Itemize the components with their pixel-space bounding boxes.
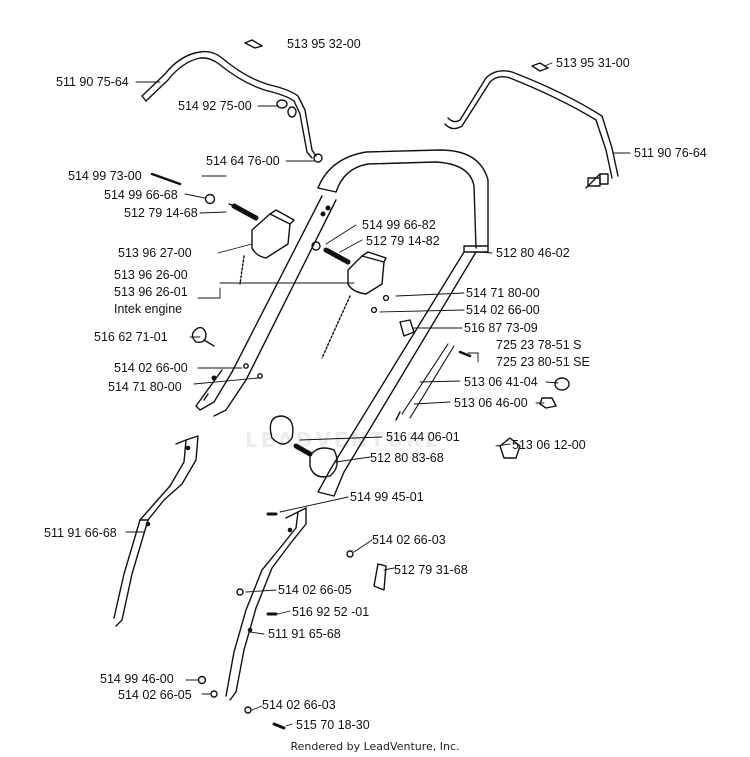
part-label: 514 02 66-00 [466,303,540,317]
part-label: 514 92 75-00 [178,99,252,113]
part-label: 725 23 80-51 SE [496,355,590,369]
grip-left [228,203,295,285]
part-label: 516 87 73-09 [464,321,538,335]
part-label: 513 96 27-00 [118,246,192,260]
grip-right [311,241,387,359]
part-label: 513 95 31-00 [556,56,630,70]
part-label: 513 96 26-01 [114,285,188,299]
part-label: 512 79 31-68 [394,563,468,577]
part-label: 514 99 66-82 [362,218,436,232]
part-label: 516 44 06-01 [386,430,460,444]
part-label: 514 02 66-05 [278,583,352,597]
part-label: 514 02 66-03 [262,698,336,712]
part-label: Intek engine [114,302,183,316]
upper-handle [195,149,489,497]
part-label: 511 91 66-68 [44,526,117,540]
part-label: 515 70 18-30 [296,718,370,732]
lower-handle-left [113,435,199,627]
part-label: 516 92 52 -01 [292,605,370,619]
part-label: 512 79 14-68 [124,206,198,220]
part-label: 514 02 66-03 [372,533,446,547]
part-label: 511 90 75-64 [56,75,129,89]
part-label: 513 95 32-00 [287,37,361,51]
lower-handle-right [225,507,307,701]
part-label: 511 91 65-68 [268,627,341,641]
part-label: 514 99 46-00 [100,672,174,686]
footer-credit: Rendered by LeadVenture, Inc. [290,740,460,753]
part-label: 513 96 26-00 [114,268,188,282]
part-label: 514 99 73-00 [68,169,142,183]
part-label: 511 90 76-64 [634,146,707,160]
part-label: 514 64 76-00 [206,154,280,168]
control-bar-right [444,70,619,189]
part-label: 512 80 46-02 [496,246,570,260]
part-label: 514 02 66-00 [114,361,188,375]
part-label: 514 71 80-00 [466,286,540,300]
leader-lines [125,62,631,727]
part-label: 513 06 46-00 [454,396,528,410]
part-label: 514 71 80-00 [108,380,182,394]
part-label: 514 02 66-05 [118,688,192,702]
part-label: 513 06 12-00 [512,438,586,452]
part-label: 725 23 78-51 S [496,338,582,352]
part-label: 512 79 14-82 [366,234,440,248]
control-bar-left [141,50,323,163]
part-label: 514 99 45-01 [350,490,424,504]
part-label: 512 80 83-68 [370,451,444,465]
part-label: 514 99 66-68 [104,188,178,202]
watermark-text: LEADVENTURE [245,428,442,452]
small-parts [150,39,570,730]
part-label: 513 06 41-04 [464,375,538,389]
part-label: 516 62 71-01 [94,330,168,344]
